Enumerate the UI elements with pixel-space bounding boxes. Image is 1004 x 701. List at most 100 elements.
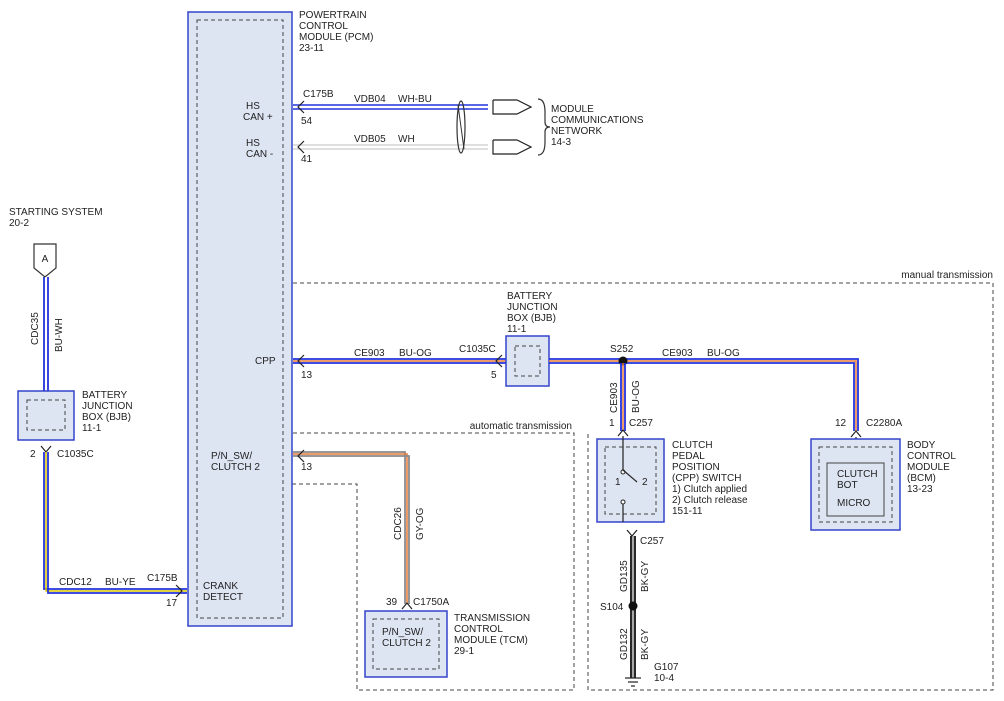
ground-g107-2: 10-4 bbox=[654, 673, 674, 684]
bcm-inner-3: MICRO bbox=[837, 498, 871, 509]
wire-bu-og-b: BU-OG bbox=[707, 348, 740, 359]
bcm-label-5: 13-23 bbox=[907, 484, 933, 495]
tcm-label-1: TRANSMISSION bbox=[454, 613, 530, 624]
wire-ce903-cpp-circuit: CE903 BU-OG 1 C257 bbox=[609, 363, 653, 437]
conn-c1750a: C1750A bbox=[413, 597, 449, 608]
wire-vdb04: VDB04 bbox=[354, 94, 386, 105]
pin-pn-sw-2: CLUTCH 2 bbox=[211, 462, 260, 473]
bjb-left-label-4: 11-1 bbox=[82, 423, 102, 434]
wire-bu-wh: BU-WH bbox=[54, 318, 65, 352]
twisted-pair-mark bbox=[456, 100, 466, 154]
wire-bu-ye: BU-YE bbox=[105, 577, 136, 588]
pcm-title-1: POWERTRAIN bbox=[299, 10, 367, 21]
tcm-label-4: 29-1 bbox=[454, 646, 474, 657]
network-label-4: 14-3 bbox=[551, 137, 571, 148]
bjb-left-label-1: BATTERY bbox=[82, 390, 128, 401]
pin-54: 54 bbox=[301, 116, 313, 127]
bjb-left-module: BATTERY JUNCTION BOX (BJB) 11-1 2 C1035C bbox=[17, 390, 133, 460]
cpp-label-5: 1) Clutch applied bbox=[672, 484, 747, 495]
pin-13-pn: 13 bbox=[301, 462, 313, 473]
tcm-module: P/N_SW/ CLUTCH 2 TRANSMISSION CONTROL MO… bbox=[364, 610, 530, 678]
wire-bu-og-a: BU-OG bbox=[399, 348, 432, 359]
cpp-label-4: (CPP) SWITCH bbox=[672, 473, 741, 484]
network-label-3: NETWORK bbox=[551, 126, 602, 137]
bjb-mid-label-2: JUNCTION bbox=[507, 302, 558, 313]
conn-c1035c-top: C1035C bbox=[459, 344, 496, 355]
wire-bk-gy-a: BK-GY bbox=[640, 561, 651, 592]
pin-hs-can-plus-1: HS bbox=[246, 101, 260, 112]
splice-s104-label: S104 bbox=[600, 602, 624, 613]
automatic-transmission-label: automatic transmission bbox=[470, 421, 572, 432]
network-label-2: COMMUNICATIONS bbox=[551, 115, 644, 126]
wire-ce903-a: CE903 bbox=[354, 348, 385, 359]
conn-c175b-top: C175B bbox=[303, 89, 334, 100]
wire-cdc35: CDC35 bbox=[30, 312, 41, 345]
bjb-mid-label-1: BATTERY bbox=[507, 291, 553, 302]
pcm-module: POWERTRAIN CONTROL MODULE (PCM) 23-11 HS… bbox=[187, 10, 373, 627]
bjb-left-label-2: JUNCTION bbox=[82, 401, 133, 412]
wire-gy-og: GY-OG bbox=[415, 507, 426, 540]
wire-cdc26-circuit: 13 CDC26 GY-OG 39 C1750A bbox=[293, 449, 449, 610]
wire-wh: WH bbox=[398, 134, 415, 145]
wire-bk-gy-b: BK-GY bbox=[640, 629, 651, 660]
pin-hs-can-minus-1: HS bbox=[246, 138, 260, 149]
pin-1: 1 bbox=[609, 418, 615, 429]
conn-c257-bottom: C257 bbox=[640, 536, 664, 547]
hs-can-minus-circuit: 41 VDB05 WH bbox=[293, 134, 533, 165]
cpp-label-1: CLUTCH bbox=[672, 440, 713, 451]
bcm-module: 12 C2280A CLUTCH BOT MICRO BODY CONTROL … bbox=[810, 418, 956, 531]
tcm-label-3: MODULE (TCM) bbox=[454, 635, 528, 646]
tcm-inner-1: P/N_SW/ bbox=[382, 627, 423, 638]
wire-bu-og-c: BU-OG bbox=[631, 380, 642, 413]
bcm-inner-1: CLUTCH bbox=[837, 469, 878, 480]
pin-cpp: CPP bbox=[255, 356, 276, 367]
bjb-mid-label-3: BOX (BJB) bbox=[507, 313, 556, 324]
cpp-label-7: 151-11 bbox=[672, 506, 703, 517]
wire-wh-bu: WH-BU bbox=[398, 94, 432, 105]
pin-hs-can-minus-2: CAN - bbox=[246, 149, 273, 160]
conn-c1035c-left: C1035C bbox=[57, 449, 94, 460]
pcm-title-4: 23-11 bbox=[299, 43, 324, 54]
cpp-switch-module: 1 2 CLUTCH PEDAL POSITION (CPP) SWITCH 1… bbox=[596, 436, 748, 523]
starting-system-label-1: STARTING SYSTEM bbox=[9, 207, 103, 218]
wire-gd132: GD132 bbox=[619, 628, 630, 660]
pin-41: 41 bbox=[301, 154, 313, 165]
bcm-inner-2: BOT bbox=[837, 480, 858, 491]
splice-s104 bbox=[628, 601, 638, 611]
bcm-label-3: MODULE bbox=[907, 462, 950, 473]
ground-circuit: C257 S104 GD135 BK-GY GD132 BK-GY G107 1… bbox=[600, 529, 679, 687]
wire-ce903-c: CE903 bbox=[609, 382, 620, 413]
splice-s252-label: S252 bbox=[610, 344, 634, 355]
wire-vdb05: VDB05 bbox=[354, 134, 386, 145]
conn-c175b-bottom: C175B bbox=[147, 573, 178, 584]
pcm-title-2: CONTROL bbox=[299, 21, 348, 32]
bjb-left-label-3: BOX (BJB) bbox=[82, 412, 131, 423]
wire-cdc12-circuit: CDC12 BU-YE C175B 17 bbox=[43, 452, 187, 609]
pcm-title-3: MODULE (PCM) bbox=[299, 32, 373, 43]
cpp-contact-2: 2 bbox=[642, 477, 648, 488]
bjb-mid-module: BATTERY JUNCTION BOX (BJB) 11-1 bbox=[505, 291, 558, 387]
cpp-label-2: PEDAL bbox=[672, 451, 705, 462]
pin-17: 17 bbox=[166, 598, 178, 609]
conn-c257-top: C257 bbox=[629, 418, 653, 429]
wire-ce903-bcm-circuit: S252 CE903 BU-OG bbox=[549, 344, 859, 431]
tcm-inner-2: CLUTCH 2 bbox=[382, 638, 431, 649]
hs-can-plus-circuit: C175B 54 VDB04 WH-BU bbox=[293, 89, 533, 127]
bjb-mid-label-4: 11-1 bbox=[507, 324, 527, 335]
pin-12: 12 bbox=[835, 418, 847, 429]
pin-13-cpp: 13 bbox=[301, 370, 313, 381]
cpp-label-3: POSITION bbox=[672, 462, 720, 473]
conn-c2280a: C2280A bbox=[866, 418, 902, 429]
ground-g107-1: G107 bbox=[654, 662, 679, 673]
wire-ce903-pcm-circuit: 13 CE903 BU-OG C1035C 5 bbox=[293, 344, 506, 381]
wire-cdc35-circuit: CDC35 BU-WH bbox=[30, 277, 65, 391]
pin-hs-can-plus-2: CAN + bbox=[243, 112, 273, 123]
tcm-label-2: CONTROL bbox=[454, 624, 503, 635]
cpp-label-6: 2) Clutch release bbox=[672, 495, 748, 506]
pin-2: 2 bbox=[30, 449, 36, 460]
pin-pn-sw-1: P/N_SW/ bbox=[211, 451, 252, 462]
pin-crank-1: CRANK bbox=[203, 581, 238, 592]
cpp-contact-1: 1 bbox=[615, 477, 621, 488]
bcm-label-1: BODY bbox=[907, 440, 936, 451]
